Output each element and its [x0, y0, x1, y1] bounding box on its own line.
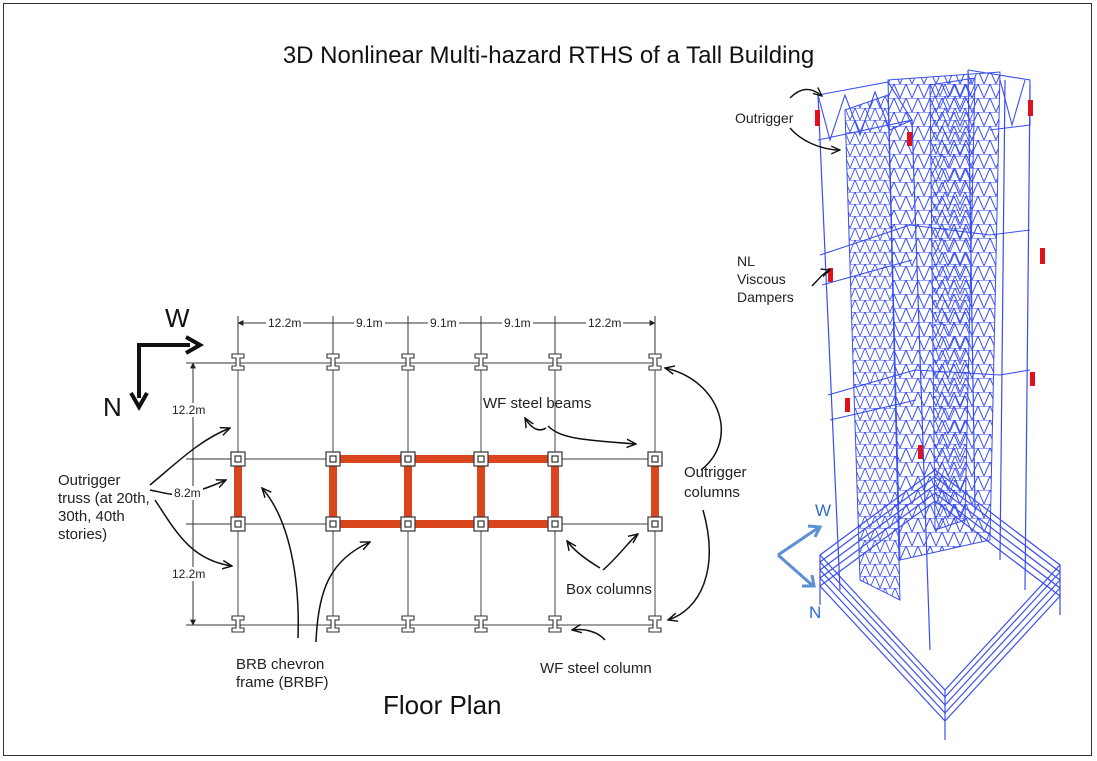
bay-width-4: 9.1m: [502, 316, 533, 330]
bay-width-2: 9.1m: [354, 316, 385, 330]
model-compass: [777, 524, 823, 588]
span-depth-1: 12.2m: [170, 403, 208, 417]
outrigger-truss-label-2: truss (at 20th,: [58, 490, 150, 507]
wf-beams-label: WF steel beams: [483, 395, 592, 412]
brb-label-2: frame (BRBF): [236, 674, 329, 691]
wf-columns: [231, 353, 662, 633]
bay-width-3: 9.1m: [428, 316, 459, 330]
model-compass-west: W: [815, 501, 832, 520]
wf-column-label: WF steel column: [540, 660, 652, 677]
bay-width-1: 12.2m: [266, 316, 304, 330]
bay-width-5: 12.2m: [586, 316, 624, 330]
outrigger-truss-label-3: 30th, 40th: [58, 508, 125, 525]
dampers-label-2: Viscous: [737, 271, 786, 287]
base-podium: [819, 469, 1061, 740]
outrigger-columns-label-2: columns: [684, 484, 740, 501]
span-depth-3: 12.2m: [170, 567, 208, 581]
figure-title: 3D Nonlinear Multi-hazard RTHS of a Tall…: [282, 42, 815, 69]
outrigger-columns-label-1: Outrigger: [684, 464, 747, 481]
outrigger-label: Outrigger: [735, 110, 794, 126]
dampers-label-3: Dampers: [737, 289, 794, 305]
box-columns: [230, 451, 663, 532]
outrigger-truss-label-4: stories): [58, 526, 108, 543]
model-annotation-arrows: [789, 89, 840, 287]
brb-label-1: BRB chevron: [236, 656, 325, 673]
core-trusses: [844, 71, 1001, 601]
brb-frames: [234, 455, 659, 528]
plan-compass-north: N: [103, 392, 122, 422]
floor-plan-caption: Floor Plan: [383, 690, 502, 720]
figure-border: [3, 3, 1092, 756]
perimeter-columns: [817, 69, 1031, 651]
model-compass-north: N: [809, 603, 822, 622]
span-depth-2: 8.2m: [172, 486, 203, 500]
dampers-label-1: NL: [737, 253, 755, 269]
box-columns-label: Box columns: [566, 581, 652, 598]
outrigger-truss-label-1: Outrigger: [58, 472, 121, 489]
plan-compass: [129, 335, 205, 412]
plan-compass-west: W: [165, 303, 190, 333]
